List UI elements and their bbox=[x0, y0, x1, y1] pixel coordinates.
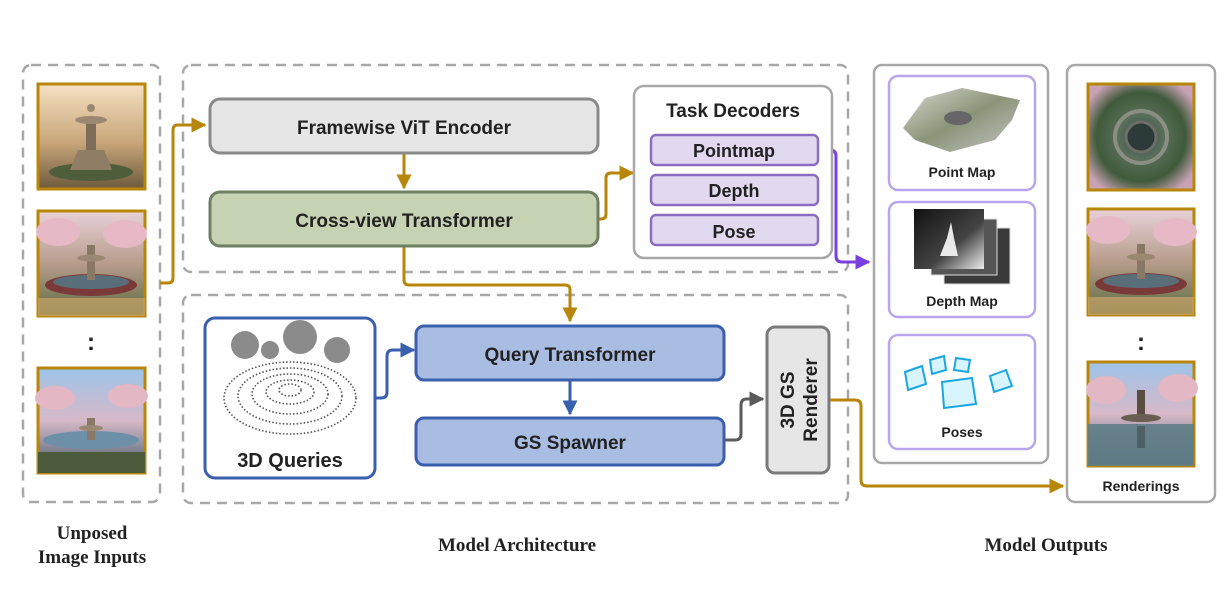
rendering-1 bbox=[1086, 82, 1196, 192]
framewise-vit-encoder-label: Framewise ViT Encoder bbox=[297, 118, 512, 139]
point-map-card: Point Map bbox=[887, 74, 1037, 192]
renderer-to-renderings-arrow bbox=[829, 398, 1065, 494]
architecture-top-frame bbox=[181, 63, 850, 274]
architecture-caption: Model Architecture bbox=[438, 535, 596, 556]
cross-view-transformer-block: Cross-view Transformer bbox=[208, 190, 600, 248]
gs-spawner-label: GS Spawner bbox=[514, 433, 627, 454]
3d-queries-label: 3D Queries bbox=[237, 450, 343, 472]
renderings-label: Renderings bbox=[1102, 478, 1179, 494]
depth-map-label: Depth Map bbox=[926, 293, 998, 309]
decoder-pointmap-label: Pointmap bbox=[693, 141, 775, 161]
crossview-to-decoders-arrow bbox=[598, 165, 635, 221]
3d-queries-block: 3D Queries bbox=[203, 316, 377, 480]
gs-spawner-block: GS Spawner bbox=[414, 416, 726, 467]
decoder-pose: Pose bbox=[649, 213, 820, 247]
input-image-1 bbox=[36, 82, 147, 191]
point-cloud-trees bbox=[231, 320, 350, 363]
decoder-depth: Depth bbox=[649, 173, 820, 207]
outputs-caption: Model Outputs bbox=[985, 535, 1108, 556]
renderings-ellipsis: : bbox=[1137, 329, 1145, 356]
crossview-to-query-arrow bbox=[402, 246, 578, 323]
camera-frustum-icons bbox=[903, 354, 1014, 410]
task-decoders-title: Task Decoders bbox=[666, 101, 800, 122]
query-transformer-label: Query Transformer bbox=[484, 345, 656, 366]
decoder-depth-label: Depth bbox=[709, 181, 760, 201]
spawner-to-renderer-arrow bbox=[725, 391, 765, 442]
task-decoders-panel: Task Decoders Pointmap Depth Pose bbox=[632, 84, 834, 260]
rendering-2 bbox=[1086, 207, 1197, 317]
inputs-to-encoder-arrow bbox=[160, 117, 207, 285]
framewise-vit-encoder-block: Framewise ViT Encoder bbox=[208, 97, 600, 155]
depth-map-fountain bbox=[940, 222, 958, 256]
poses-label: Poses bbox=[941, 424, 982, 440]
renderer-label-line1: 3D GS bbox=[778, 371, 799, 428]
cross-view-transformer-label: Cross-view Transformer bbox=[295, 211, 513, 232]
poses-card: Poses bbox=[887, 333, 1037, 451]
input-image-2 bbox=[36, 209, 147, 318]
decoder-pointmap: Pointmap bbox=[649, 133, 820, 167]
decoder-pose-label: Pose bbox=[712, 222, 755, 242]
point-cloud-icon bbox=[223, 361, 357, 435]
inputs-caption-line2: Image Inputs bbox=[38, 547, 146, 568]
renderer-label-line2: Renderer bbox=[801, 358, 822, 442]
queries-to-query-transformer-arrow bbox=[375, 342, 416, 400]
depth-map-card: Depth Map bbox=[887, 200, 1037, 319]
inputs-caption-line1: Unposed bbox=[57, 523, 128, 544]
inputs-ellipsis: : bbox=[87, 329, 95, 356]
rendering-3 bbox=[1086, 360, 1198, 468]
query-transformer-block: Query Transformer bbox=[414, 324, 726, 382]
input-image-3 bbox=[35, 366, 148, 475]
point-map-label: Point Map bbox=[929, 164, 996, 180]
3d-gs-renderer-block: 3D GS Renderer bbox=[765, 325, 831, 475]
